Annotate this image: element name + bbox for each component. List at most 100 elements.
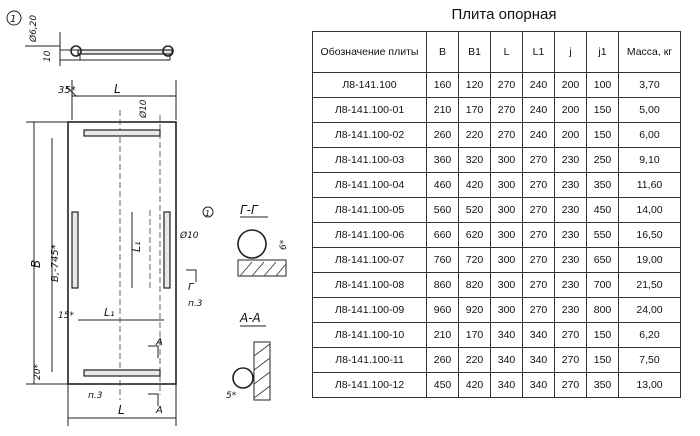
dim-6: 6* (279, 239, 289, 250)
cell-designation: Л8-141.100-02 (312, 122, 427, 148)
cell-designation: Л8-141.100-07 (312, 247, 427, 273)
cell-designation: Л8-141.100-12 (312, 372, 427, 398)
cell-j1: 450 (586, 197, 619, 223)
cell-designation: Л8-141.100-10 (312, 322, 427, 348)
cell-mass: 5,00 (618, 97, 681, 123)
note-circle-label: 1 (10, 14, 16, 25)
col-header-B1: B1 (458, 31, 491, 73)
cell-L1: 240 (522, 122, 555, 148)
cell-j: 270 (554, 372, 587, 398)
cell-L: 300 (490, 197, 523, 223)
cell-j: 230 (554, 247, 587, 273)
cell-j1: 150 (586, 347, 619, 373)
dim-20: 20* (33, 364, 43, 380)
cell-L1: 270 (522, 297, 555, 323)
cell-mass: 19,00 (618, 247, 681, 273)
cell-B: 960 (426, 297, 459, 323)
top-side-view (25, 32, 174, 66)
cell-L: 270 (490, 122, 523, 148)
cell-B: 260 (426, 347, 459, 373)
cell-j: 230 (554, 297, 587, 323)
cell-designation: Л8-141.100-09 (312, 297, 427, 323)
cell-B: 660 (426, 222, 459, 248)
col-header-mass: Масса, кг (618, 31, 681, 73)
cell-j: 200 (554, 122, 587, 148)
cell-mass: 6,20 (618, 322, 681, 348)
cell-B: 160 (426, 72, 459, 98)
note-circle-right: 1 (205, 209, 210, 218)
dim-B-minus: B,-745* (50, 244, 61, 282)
dim-10: 10 (43, 50, 53, 62)
cell-B1: 220 (458, 347, 491, 373)
cell-L: 300 (490, 147, 523, 173)
cell-j: 200 (554, 97, 587, 123)
cell-B: 360 (426, 147, 459, 173)
table-title: Плита опорная (451, 6, 557, 23)
dim-L-bottom: L (118, 403, 125, 417)
cell-B: 260 (426, 122, 459, 148)
cell-j1: 350 (586, 172, 619, 198)
dim-L1-bottom: L₁ (104, 306, 115, 319)
col-header-B: B (426, 31, 459, 73)
cell-B: 460 (426, 172, 459, 198)
col-header-L: L (490, 31, 523, 73)
cell-B1: 920 (458, 297, 491, 323)
dim-phi10-top: Ø10 (138, 99, 149, 119)
cell-j: 230 (554, 272, 587, 298)
cell-j1: 550 (586, 222, 619, 248)
dim-phi10-right: Ø10 (179, 230, 199, 241)
cell-L: 340 (490, 347, 523, 373)
technical-drawing: 1 Ø6,20 10 35* L Ø10 B B,-745* L₁ Ø10 1 … (6, 10, 289, 426)
cell-L1: 270 (522, 247, 555, 273)
cell-mass: 11,60 (618, 172, 681, 198)
cell-mass: 7,50 (618, 347, 681, 373)
cell-j1: 150 (586, 97, 619, 123)
cell-B1: 720 (458, 247, 491, 273)
section-AA (232, 341, 271, 401)
mark-G: Г (188, 282, 195, 293)
table-header-row: Обозначение плиты B B1 L L1 j j1 Масса, … (312, 31, 681, 73)
cell-L1: 270 (522, 272, 555, 298)
col-header-j: j (554, 31, 587, 73)
cell-mass: 3,70 (618, 72, 681, 98)
cell-j: 200 (554, 72, 587, 98)
cell-L1: 270 (522, 147, 555, 173)
spec-table: Обозначение плиты B B1 L L1 j j1 Масса, … (312, 31, 681, 398)
cell-j: 230 (554, 197, 587, 223)
cell-L: 270 (490, 72, 523, 98)
cell-designation: Л8-141.100-08 (312, 272, 427, 298)
cell-L1: 240 (522, 72, 555, 98)
dim-B: B (29, 260, 43, 268)
cell-j1: 150 (586, 322, 619, 348)
cell-mass: 24,00 (618, 297, 681, 323)
cell-mass: 13,00 (618, 372, 681, 398)
dim-top-small: Ø6,20 (28, 15, 39, 43)
cell-L: 300 (490, 172, 523, 198)
cell-j1: 350 (586, 372, 619, 398)
cell-designation: Л8-141.100-04 (312, 172, 427, 198)
cell-B1: 120 (458, 72, 491, 98)
cell-j1: 650 (586, 247, 619, 273)
cell-designation: Л8-141.100-06 (312, 222, 427, 248)
cell-L1: 270 (522, 197, 555, 223)
cell-mass: 21,50 (618, 272, 681, 298)
col-header-L1: L1 (522, 31, 555, 73)
col-header-j1: j1 (586, 31, 619, 73)
cell-B: 560 (426, 197, 459, 223)
cell-B: 860 (426, 272, 459, 298)
cell-L: 300 (490, 272, 523, 298)
cell-B1: 520 (458, 197, 491, 223)
cell-mass: 9,10 (618, 147, 681, 173)
bottom-bar (83, 369, 161, 377)
cell-B1: 170 (458, 322, 491, 348)
dim-L-top: L (114, 82, 121, 96)
cell-j: 270 (554, 347, 587, 373)
